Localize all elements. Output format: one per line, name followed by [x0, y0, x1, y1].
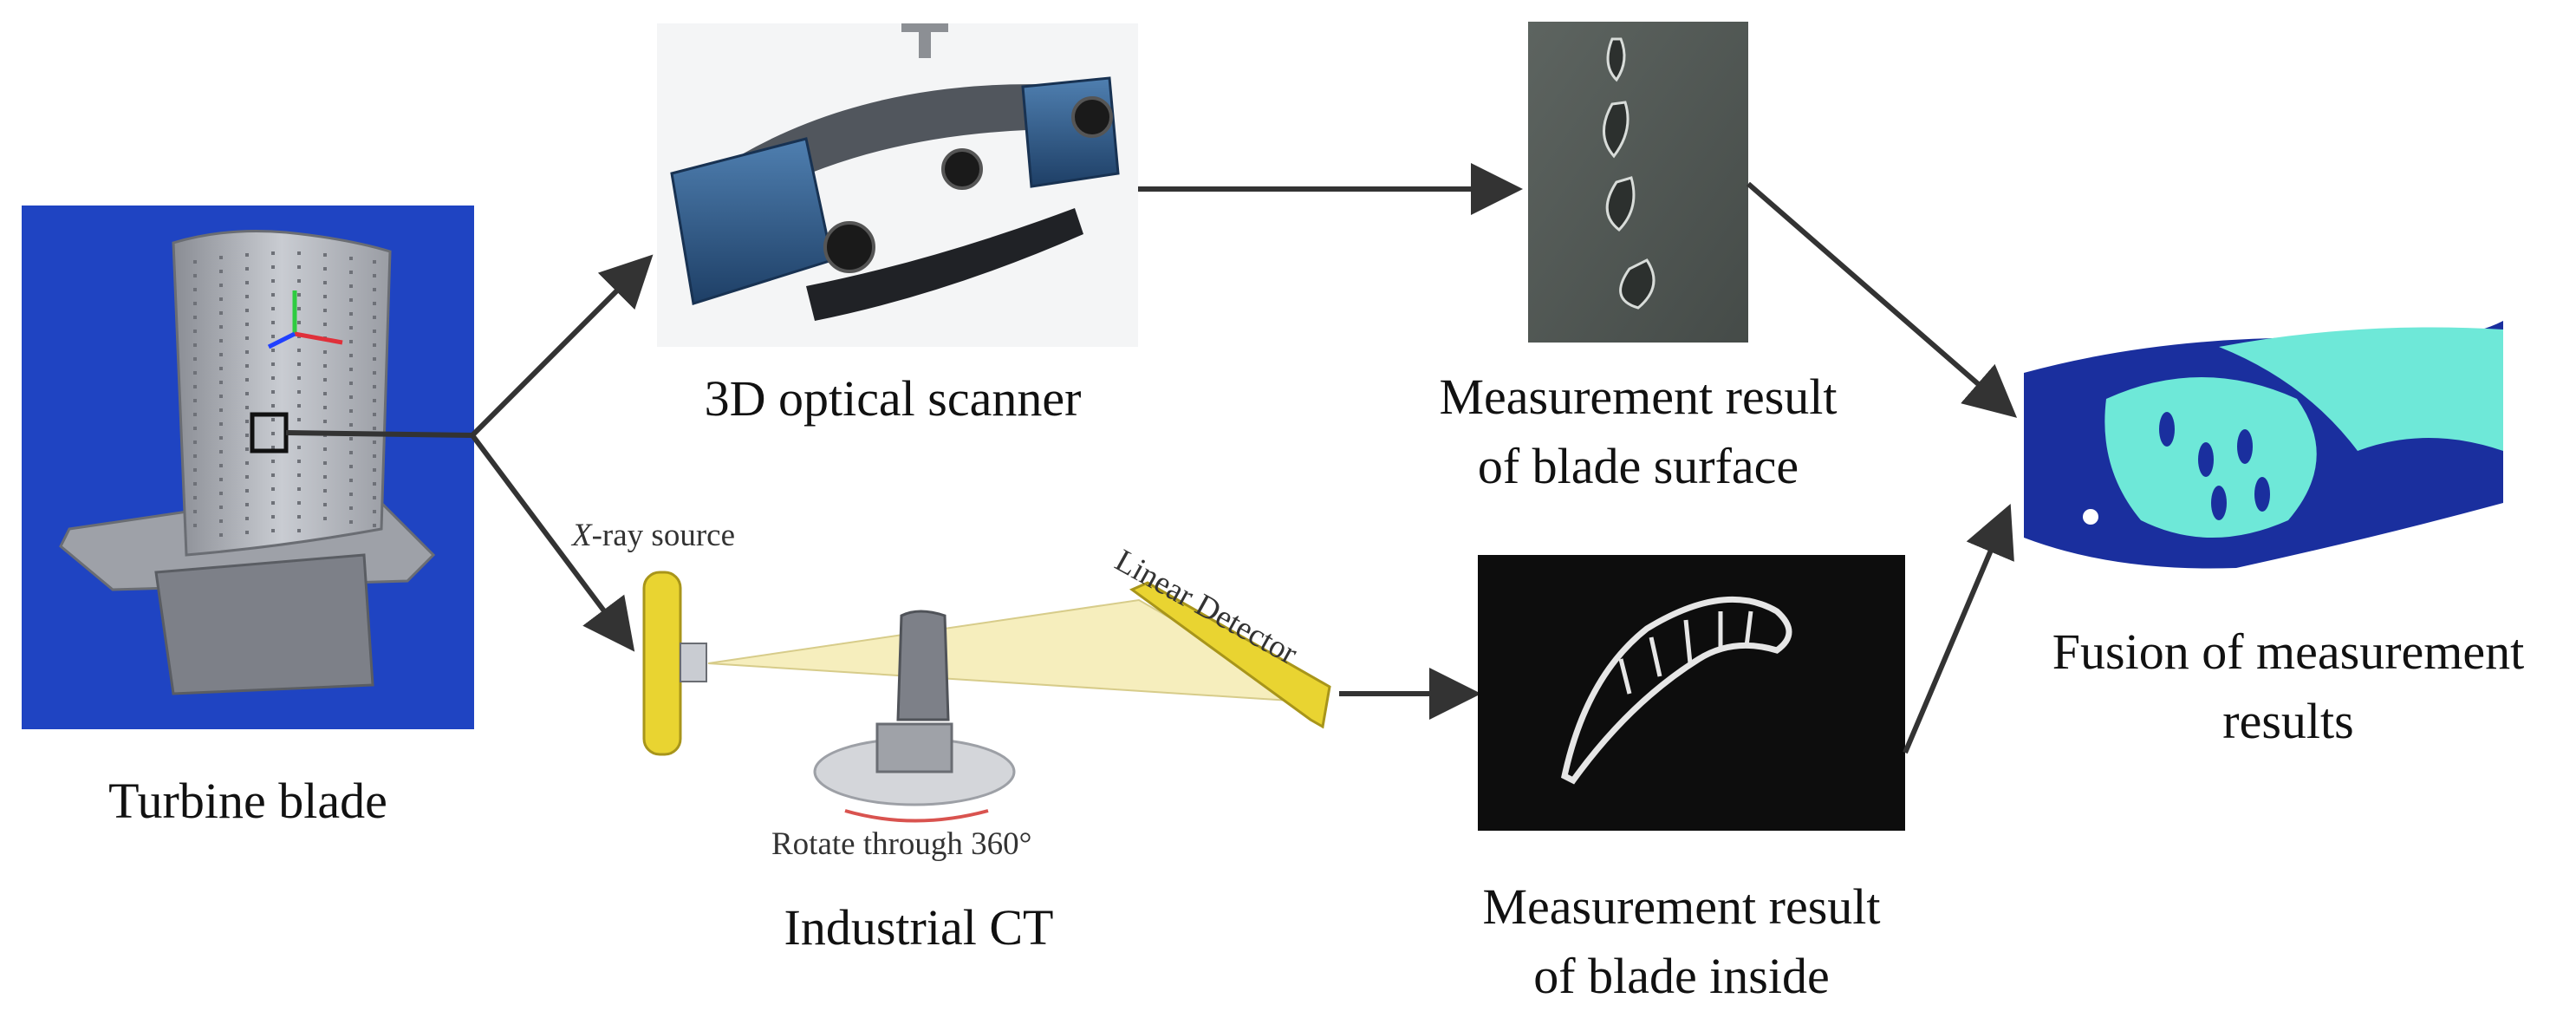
label-surface-result-line2: of blade surface — [1477, 438, 1799, 494]
label-inside-result: Measurement result of blade inside — [1387, 872, 1976, 1011]
scanner-lens-left — [823, 221, 875, 273]
label-fusion: Fusion of measurement results — [2011, 617, 2566, 756]
ct-specimen — [896, 610, 950, 721]
label-surface-result: Measurement result of blade surface — [1343, 362, 1933, 501]
label-optical-scanner: 3D optical scanner — [704, 370, 1082, 427]
blade-root — [154, 553, 374, 695]
label-xray-italic: X — [572, 518, 592, 553]
optical-scanner-image — [657, 23, 1138, 347]
blade-airfoil — [172, 230, 392, 557]
inside-result-image — [1478, 555, 1905, 831]
axis-triad-icon — [267, 290, 343, 349]
turbine-blade-image — [22, 206, 474, 729]
arrow-blade-to-scanner — [470, 254, 654, 438]
scanner-top-arch — [711, 84, 1101, 217]
blade-connector-line — [285, 430, 473, 438]
arrow-blade-to-ct — [470, 434, 635, 652]
scanner-lens-center — [941, 148, 983, 190]
xray-source-tube — [642, 571, 682, 756]
label-fusion-line1: Fusion of measurement — [2052, 623, 2525, 680]
label-fusion-line2: results — [2222, 693, 2354, 749]
scanner-mount-cap — [901, 23, 948, 32]
blade-cross-section — [1561, 596, 1792, 785]
surface-holes — [1603, 37, 1656, 310]
surface-result-image — [1528, 22, 1748, 343]
scanner-lens-right — [1071, 96, 1113, 138]
rotate-arc — [844, 809, 989, 823]
label-inside-result-line2: of blade inside — [1533, 948, 1830, 1004]
fusion-result-image — [2024, 321, 2503, 569]
inside-result-background — [1478, 555, 1905, 831]
linear-detector — [1129, 581, 1331, 729]
label-inside-result-line1: Measurement result — [1482, 878, 1881, 935]
turntable-column — [875, 722, 953, 773]
label-industrial-ct: Industrial CT — [784, 899, 1054, 956]
label-xray-rest: -ray source — [591, 518, 735, 553]
label-xray-source: X-ray source — [572, 517, 735, 554]
scanner-lower-arc — [806, 208, 1083, 321]
xray-source-nozzle — [680, 643, 707, 682]
label-turbine-blade: Turbine blade — [108, 773, 387, 829]
arrow-inside-to-fusion — [1903, 503, 2014, 754]
fusion-small-hole — [2083, 509, 2098, 525]
label-surface-result-line1: Measurement result — [1439, 369, 1838, 425]
fusion-light-band — [2219, 327, 2503, 451]
label-rotate: Rotate through 360° — [771, 826, 1032, 862]
industrial-ct-setup — [642, 571, 1331, 823]
arrow-surface-to-fusion — [1747, 181, 2018, 418]
cross-section-ribs — [1618, 610, 1753, 695]
fusion-holes — [2159, 412, 2270, 520]
cooling-holes — [193, 251, 376, 538]
